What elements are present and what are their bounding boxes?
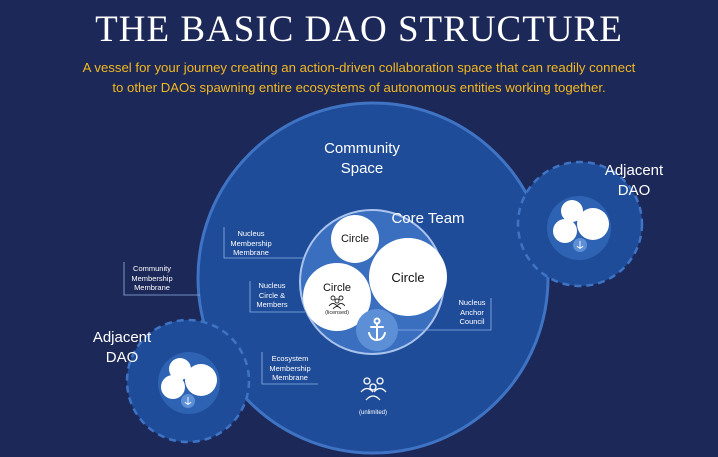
anchor-icon bbox=[184, 397, 192, 405]
adjacent-dao-left-label: Adjacent DAO bbox=[92, 329, 152, 366]
subtitle-line-1: A vessel for your journey creating an ac… bbox=[82, 60, 636, 75]
circle-mid-label: Circle bbox=[322, 282, 352, 294]
callout-community-membership-membrane: Community Membership Membrane bbox=[131, 264, 173, 292]
subtitle-line-2: to other DAOs spawning entire ecosystems… bbox=[112, 80, 606, 95]
people-group-icon bbox=[360, 377, 387, 401]
callout-nucleus-circle-members: Nucleus Circle & Members bbox=[256, 281, 288, 309]
callout-nucleus-membership-membrane: Nucleus Membership Membrane bbox=[230, 229, 272, 257]
core-team-label: Core Team bbox=[391, 210, 465, 227]
callout-line-community-membership bbox=[123, 262, 200, 296]
people-group-icon bbox=[328, 295, 346, 310]
callout-line-nucleus-circle bbox=[249, 281, 305, 313]
adjacent-dao-right-label: Adjacent DAO bbox=[604, 162, 664, 199]
page-title: THE BASIC DAO STRUCTURE bbox=[95, 9, 623, 50]
circle-mid bbox=[303, 263, 371, 331]
callout-line-nucleus-anchor bbox=[398, 298, 492, 331]
callout-nucleus-anchor-council: Nucleus Anchor Council bbox=[458, 298, 486, 326]
community-space-label: Community Space bbox=[324, 140, 400, 177]
community-people-note: (unlimited) bbox=[358, 410, 387, 416]
anchor-icon bbox=[368, 317, 386, 342]
circle-small bbox=[331, 215, 379, 263]
circle-large bbox=[369, 238, 447, 316]
circle-small-label: Circle bbox=[340, 233, 370, 245]
callout-ecosystem-membership-membrane: Ecosystem Membership Membrane bbox=[269, 354, 311, 382]
callout-line-nucleus-membership bbox=[223, 227, 305, 259]
callout-line-ecosystem-membership bbox=[261, 352, 318, 385]
anchor-icon bbox=[576, 241, 584, 249]
circle-large-label: Circle bbox=[391, 270, 425, 285]
page-subtitle: A vessel for your journey creating an ac… bbox=[30, 58, 688, 98]
circle-mid-note: (licensed) bbox=[325, 310, 349, 316]
